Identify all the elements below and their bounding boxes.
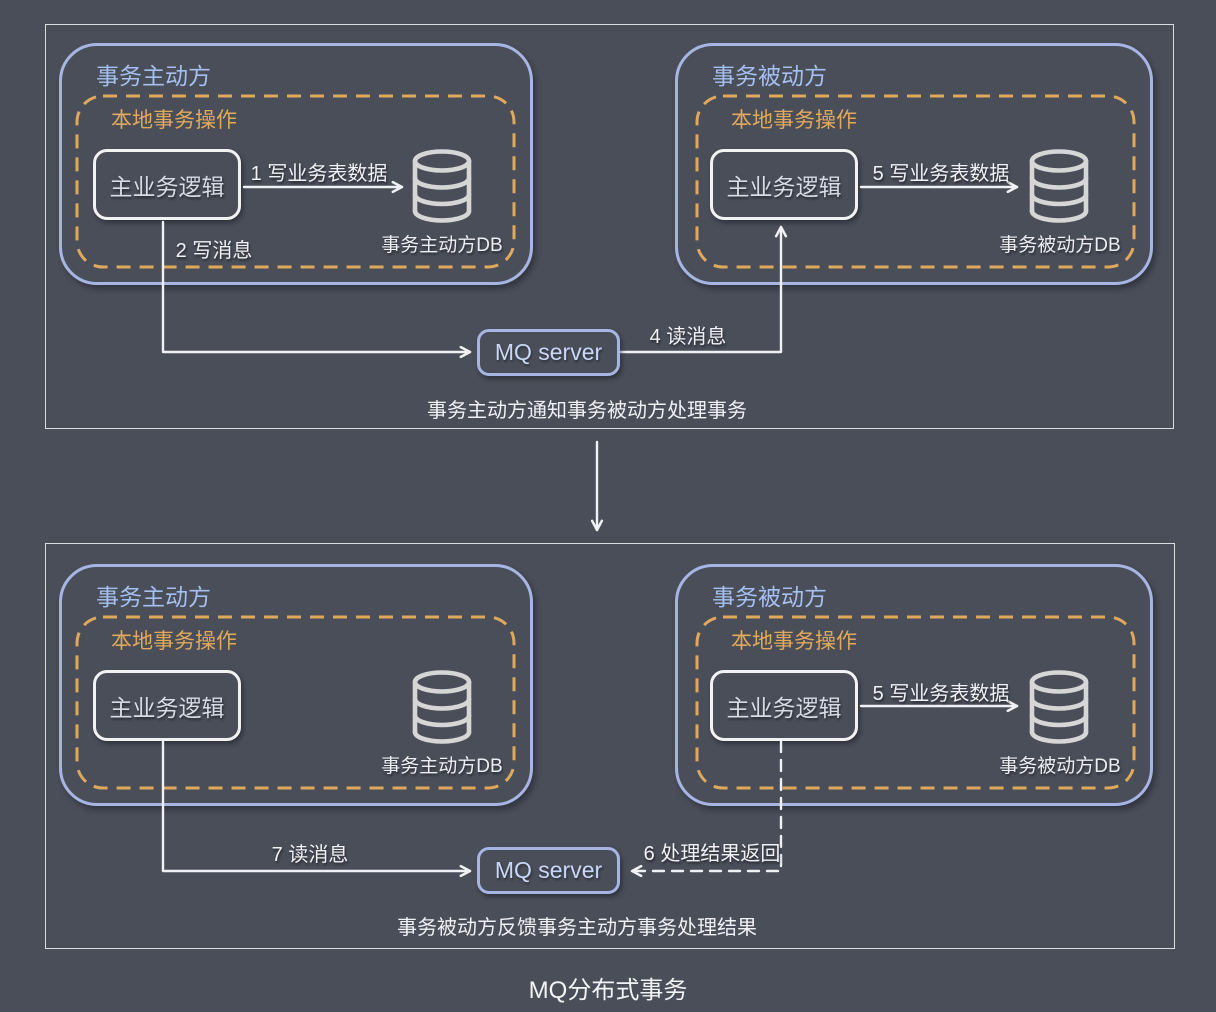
local-transaction-box: 本地事务操作 主业务逻辑 事务主动方DB — [75, 94, 516, 269]
db-label: 事务被动方DB — [999, 756, 1121, 777]
diagram-title: MQ分布式事务 — [528, 977, 688, 1004]
local-transaction-label: 本地事务操作 — [111, 630, 237, 653]
main-business-logic-node: 主业务逻辑 — [710, 670, 858, 741]
flow-caption-top: 事务主动方通知事务被动方处理事务 — [427, 400, 747, 422]
dashed-border — [695, 94, 1136, 269]
mq-server-node-bottom: MQ server — [477, 847, 620, 894]
dashed-border — [75, 615, 516, 790]
panel-title: 事务被动方 — [712, 584, 827, 610]
dashed-border — [75, 94, 516, 269]
active-party-panel-top: 事务主动方 本地事务操作 主业务逻辑 事务主动方DB — [59, 43, 533, 285]
db-label: 事务主动方DB — [381, 235, 503, 256]
active-party-panel-bottom: 事务主动方 本地事务操作 主业务逻辑 事务主动方DB — [59, 564, 533, 806]
dashed-border — [695, 615, 1136, 790]
database-cylinder-icon — [409, 670, 475, 744]
local-transaction-label: 本地事务操作 — [111, 109, 237, 132]
arrow-label-write-table-5-bottom: 5 写业务表数据 — [872, 683, 1010, 705]
arrow-label-write-table-5-top: 5 写业务表数据 — [872, 163, 1010, 185]
passive-party-panel-top: 事务被动方 本地事务操作 主业务逻辑 事务被动方DB — [675, 43, 1153, 285]
panel-title: 事务主动方 — [96, 584, 211, 610]
main-business-logic-node: 主业务逻辑 — [710, 149, 858, 220]
main-business-logic-node: 主业务逻辑 — [93, 670, 241, 741]
flow-caption-bottom: 事务被动方反馈事务主动方事务处理结果 — [397, 917, 757, 939]
arrow-label-read-msg-7: 7 读消息 — [271, 844, 349, 866]
database-cylinder-icon — [1026, 149, 1092, 223]
passive-party-panel-bottom: 事务被动方 本地事务操作 主业务逻辑 事务被动方DB — [675, 564, 1153, 806]
local-transaction-box: 本地事务操作 主业务逻辑 事务被动方DB — [695, 94, 1136, 269]
local-transaction-label: 本地事务操作 — [731, 630, 857, 653]
feedback-flow-frame — [45, 543, 1175, 949]
arrow-label-read-msg-4: 4 读消息 — [649, 326, 727, 348]
arrow-label-write-table-1: 1 写业务表数据 — [250, 163, 388, 185]
main-business-logic-node: 主业务逻辑 — [93, 149, 241, 220]
db-label: 事务主动方DB — [381, 756, 503, 777]
notify-flow-frame — [45, 24, 1174, 429]
database-cylinder-icon — [1026, 670, 1092, 744]
panel-title: 事务被动方 — [712, 63, 827, 89]
db-label: 事务被动方DB — [999, 235, 1121, 256]
arrow-label-write-msg-2: 2 写消息 — [175, 240, 253, 262]
local-transaction-box: 本地事务操作 主业务逻辑 事务主动方DB — [75, 615, 516, 790]
arrow-label-result-return-6: 6 处理结果返回 — [643, 843, 781, 865]
database-cylinder-icon — [409, 149, 475, 223]
mq-server-node-top: MQ server — [477, 329, 620, 376]
local-transaction-box: 本地事务操作 主业务逻辑 事务被动方DB — [695, 615, 1136, 790]
local-transaction-label: 本地事务操作 — [731, 109, 857, 132]
panel-title: 事务主动方 — [96, 63, 211, 89]
